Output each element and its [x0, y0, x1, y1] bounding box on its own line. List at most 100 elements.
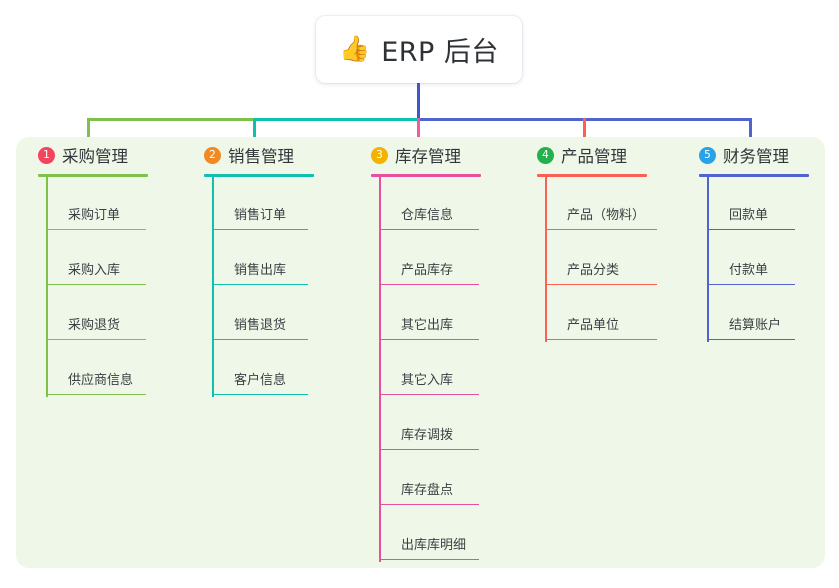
branch-item-label: 销售出库 — [234, 263, 287, 278]
branch-item-rule — [46, 228, 146, 230]
branch-item-label: 库存调拨 — [401, 428, 454, 443]
branch-item-label: 产品分类 — [567, 263, 620, 278]
drop-connector-3 — [416, 118, 420, 149]
branch-title: 产品管理 — [561, 147, 627, 166]
branch-item-rule — [707, 283, 795, 285]
branch-item-label: 销售订单 — [234, 208, 287, 223]
branch-item-rule — [46, 283, 146, 285]
branch-item[interactable]: 库存盘点 — [379, 475, 479, 505]
branch-header-rule — [699, 174, 809, 177]
bar-segment-left — [86, 118, 254, 121]
branch-item[interactable]: 采购入库 — [46, 255, 146, 285]
branch-item-rule — [379, 393, 479, 395]
branch-item-label: 回款单 — [729, 208, 769, 223]
branch-item-label: 供应商信息 — [68, 373, 134, 388]
branch-item-label: 库存盘点 — [401, 483, 454, 498]
branch-item[interactable]: 客户信息 — [212, 365, 308, 395]
drop-connector-4 — [582, 118, 586, 149]
branch-item[interactable]: 其它出库 — [379, 310, 479, 340]
branch-item-label: 客户信息 — [234, 373, 287, 388]
branch-spine — [379, 177, 381, 562]
branch-item-rule — [545, 228, 657, 230]
branch-item-label: 出库库明细 — [401, 538, 467, 553]
root-node-card[interactable]: 👍 ERP 后台 — [316, 16, 522, 83]
branch-item[interactable]: 仓库信息 — [379, 200, 479, 230]
branch-item-rule — [379, 448, 479, 450]
branch-item-rule — [545, 283, 657, 285]
branch-item[interactable]: 产品库存 — [379, 255, 479, 285]
branch-item-rule — [707, 228, 795, 230]
branch-item[interactable]: 回款单 — [707, 200, 795, 230]
branch-header-1[interactable]: 1 采购管理 — [38, 143, 128, 167]
branch-header-2[interactable]: 2 销售管理 — [204, 143, 294, 167]
root-node-content: 👍 ERP 后台 — [339, 30, 499, 69]
branch-item-rule — [379, 338, 479, 340]
branch-item-label: 产品库存 — [401, 263, 454, 278]
branch-title: 财务管理 — [723, 147, 789, 166]
branches-panel — [16, 137, 825, 568]
branch-item-label: 产品单位 — [567, 318, 620, 333]
branch-item[interactable]: 销售出库 — [212, 255, 308, 285]
branch-header-rule — [371, 174, 481, 177]
branch-header-rule — [204, 174, 314, 177]
branch-item-rule — [379, 558, 479, 560]
branch-header-4[interactable]: 4 产品管理 — [537, 143, 627, 167]
branch-item[interactable]: 出库库明细 — [379, 530, 479, 560]
branch-item-rule — [545, 338, 657, 340]
branch-item-label: 付款单 — [729, 263, 769, 278]
branch-item[interactable]: 产品（物料） — [545, 200, 657, 230]
branch-spine — [707, 177, 709, 342]
branch-item-label: 仓库信息 — [401, 208, 454, 223]
branch-number-badge: 5 — [699, 146, 716, 164]
drop-connector-2 — [252, 118, 256, 149]
branch-header-rule — [537, 174, 647, 177]
branch-number-badge: 3 — [371, 146, 388, 164]
branch-number-badge: 4 — [537, 146, 554, 164]
branch-item-label: 采购入库 — [68, 263, 121, 278]
branch-spine — [545, 177, 547, 342]
branch-item[interactable]: 结算账户 — [707, 310, 795, 340]
branch-item[interactable]: 其它入库 — [379, 365, 479, 395]
branch-item[interactable]: 采购退货 — [46, 310, 146, 340]
branch-item-rule — [212, 338, 308, 340]
branch-item-label: 其它出库 — [401, 318, 454, 333]
branch-item[interactable]: 产品分类 — [545, 255, 657, 285]
drop-connector-5 — [748, 118, 752, 149]
branch-item-label: 销售退货 — [234, 318, 287, 333]
branch-item-label: 采购订单 — [68, 208, 121, 223]
thumbs-up-icon: 👍 — [339, 35, 371, 63]
branch-title: 采购管理 — [62, 147, 128, 166]
branch-item[interactable]: 销售退货 — [212, 310, 308, 340]
page-title: ERP 后台 — [381, 37, 499, 68]
branch-item[interactable]: 供应商信息 — [46, 365, 146, 395]
branch-title: 库存管理 — [395, 147, 461, 166]
branch-item[interactable]: 产品单位 — [545, 310, 657, 340]
branch-item-label: 结算账户 — [729, 318, 782, 333]
branch-item[interactable]: 库存调拨 — [379, 420, 479, 450]
branch-item-rule — [46, 393, 146, 395]
branch-item-rule — [212, 228, 308, 230]
branch-number-badge: 1 — [38, 146, 55, 164]
branch-item-rule — [46, 338, 146, 340]
drop-connector-1 — [86, 118, 90, 149]
branch-item-rule — [379, 283, 479, 285]
branch-item-rule — [707, 338, 795, 340]
branch-header-3[interactable]: 3 库存管理 — [371, 143, 461, 167]
branch-title: 销售管理 — [228, 147, 294, 166]
branch-item[interactable]: 采购订单 — [46, 200, 146, 230]
branch-spine — [46, 177, 48, 397]
branch-spine — [212, 177, 214, 397]
branch-header-5[interactable]: 5 财务管理 — [699, 143, 789, 167]
branch-item-rule — [212, 283, 308, 285]
branch-header-rule — [38, 174, 148, 177]
branch-item-label: 其它入库 — [401, 373, 454, 388]
branch-item-rule — [379, 503, 479, 505]
branch-item[interactable]: 付款单 — [707, 255, 795, 285]
branch-item-label: 产品（物料） — [567, 208, 646, 223]
branch-item[interactable]: 销售订单 — [212, 200, 308, 230]
branch-item-rule — [212, 393, 308, 395]
branch-number-badge: 2 — [204, 146, 221, 164]
bar-segment-mid — [254, 118, 418, 121]
trunk-connector — [416, 83, 420, 121]
